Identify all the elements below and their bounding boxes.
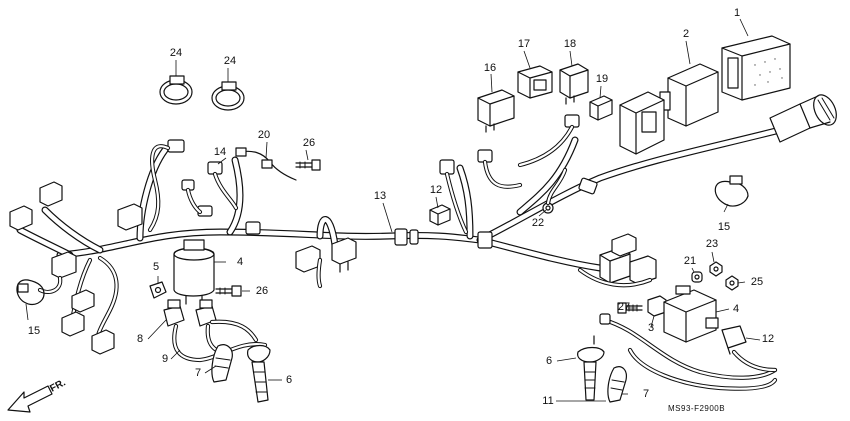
main-coupler (619, 91, 665, 155)
callout-5: 5 (153, 261, 159, 273)
front-direction-label: FR. (48, 377, 68, 394)
callout-7-left: 7 (195, 367, 201, 379)
part-23-nut (709, 261, 723, 277)
callout-6-right: 6 (546, 355, 552, 367)
part-8-plug-caps (163, 299, 217, 327)
callout-12: 12 (430, 184, 442, 196)
diagram-code: MS93-F2900B (668, 404, 725, 413)
part-24-band-clamp-a (159, 75, 193, 105)
callout-11: 11 (542, 395, 553, 407)
ignition-plug (769, 94, 837, 143)
callout-26-lower: 26 (256, 285, 268, 297)
callout-17: 17 (518, 38, 530, 50)
callout-24-b: 24 (224, 55, 236, 67)
front-direction-indicator: FR. (7, 377, 68, 413)
part-25-nut (725, 275, 739, 291)
callout-3: 3 (648, 322, 654, 334)
far-left-connectors (9, 181, 77, 295)
callout-25: 25 (751, 276, 763, 288)
part-22-screw (542, 167, 568, 214)
callout-9: 9 (162, 353, 168, 365)
part-26-bolt-upper (295, 159, 321, 171)
part-17-relay (517, 65, 553, 99)
part-11-high-tension-cords (599, 313, 778, 391)
part-14-sub-harness (181, 161, 239, 217)
part-12-coupler (429, 204, 451, 226)
main-wire-harness (16, 126, 784, 272)
callout-2: 2 (683, 28, 689, 40)
callout-20: 20 (258, 129, 270, 141)
part-16-relay (477, 89, 515, 133)
part-19-coupler (589, 95, 613, 121)
part-4-ignition-coil-left (173, 239, 215, 305)
part-24-band-clamp-b (211, 81, 245, 111)
callout-15-left: 15 (28, 325, 40, 337)
lower-left-couplers (61, 255, 119, 355)
callout-19: 19 (596, 73, 608, 85)
callout-22: 22 (532, 217, 544, 229)
callout-18: 18 (564, 38, 576, 50)
part-15-clamp-left (16, 279, 45, 306)
callout-8: 8 (137, 333, 143, 345)
part-2-control-unit (659, 63, 719, 127)
callout-21: 21 (684, 255, 696, 267)
callout-27: 27 (618, 301, 630, 313)
callout-23: 23 (706, 238, 718, 250)
branch-connectors-top (477, 114, 598, 195)
callout-7-right: 7 (643, 388, 649, 400)
callout-24-a: 24 (170, 47, 182, 59)
callout-26-upper: 26 (303, 137, 315, 149)
part-6-plug-cap-left (247, 344, 271, 403)
part-26-bolt-lower (215, 285, 242, 297)
callout-6-left: 6 (286, 374, 292, 386)
part-21-nut (691, 271, 703, 283)
part-5-grommet (149, 281, 167, 299)
connector-upper-mid (439, 159, 469, 235)
leader-lines (25, 18, 761, 402)
callout-1: 1 (734, 7, 740, 19)
part-1-fuse-box (721, 35, 791, 101)
callout-4-right: 4 (733, 303, 739, 315)
part-6-plug-cap-right (577, 335, 605, 401)
callout-4-left: 4 (237, 256, 243, 268)
part-10-plug-cap (721, 325, 747, 355)
upper-left-connectors (117, 139, 185, 233)
right-connector-cluster (577, 233, 657, 288)
callout-14: 14 (214, 146, 226, 158)
part-4-ignition-coil-right (663, 285, 719, 343)
part-15-clamp-right (714, 175, 749, 207)
callout-10: 12 (762, 333, 774, 345)
part-18-relay (559, 63, 589, 105)
part-7-boot-left (211, 344, 233, 383)
callout-16: 16 (484, 62, 496, 74)
mid-connectors (245, 221, 357, 289)
callout-labels: 1 2 16 17 18 19 12 13 22 20 14 26 24 24 … (28, 7, 774, 407)
callout-15-right: 15 (718, 221, 730, 233)
part-20-wire-guide (235, 147, 297, 181)
part-3-bracket (647, 295, 667, 317)
callout-13: 13 (374, 190, 386, 202)
part-7-boot-right (607, 366, 627, 403)
